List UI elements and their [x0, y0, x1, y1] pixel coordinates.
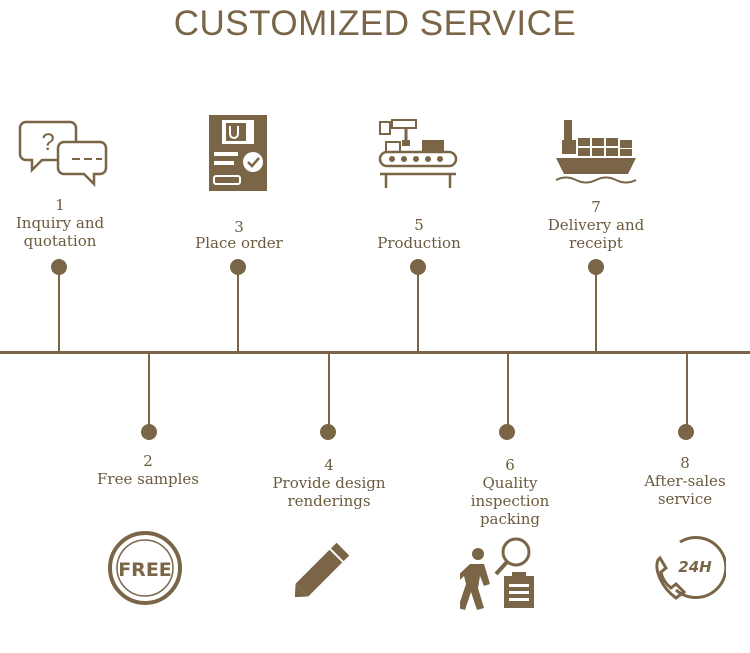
free-badge-icon: FREE — [107, 530, 183, 606]
step-7-number: 7 — [591, 198, 601, 216]
step-8-dot — [678, 424, 694, 440]
svg-text:?: ? — [41, 129, 54, 156]
step-8-label: After-sales service — [644, 472, 726, 508]
step-7-dot — [588, 259, 604, 275]
step-2-label: Free samples — [97, 470, 199, 488]
page-title: CUSTOMIZED SERVICE — [173, 4, 577, 43]
phone-24h-icon: 24H — [650, 534, 726, 608]
step-7-stem — [595, 270, 597, 352]
step-5-label: Production — [377, 234, 461, 252]
free-badge-text: FREE — [118, 559, 172, 581]
inspection-icon — [460, 536, 538, 610]
step-1-label: Inquiry and quotation — [15, 214, 105, 250]
step-3-dot — [230, 259, 246, 275]
step-1-number: 1 — [55, 196, 65, 214]
step-5-dot — [410, 259, 426, 275]
step-8-stem — [686, 352, 688, 430]
pencil-icon — [288, 538, 354, 604]
step-6-stem — [507, 352, 509, 430]
step-4-label: Provide design renderings — [272, 474, 386, 510]
step-5-stem — [417, 270, 419, 352]
step-8-number: 8 — [680, 454, 690, 472]
speech-bubbles-icon: ? — [18, 118, 108, 188]
timeline-line — [0, 351, 750, 354]
step-5-number: 5 — [414, 216, 424, 234]
cargo-ship-icon — [554, 118, 638, 190]
support-24h-text: 24H — [678, 558, 712, 576]
step-6-dot — [499, 424, 515, 440]
step-3-label: Place order — [195, 234, 283, 252]
step-2-stem — [148, 352, 150, 430]
step-4-number: 4 — [324, 456, 334, 474]
step-2-number: 2 — [143, 452, 153, 470]
step-3-number: 3 — [234, 218, 244, 236]
step-6-number: 6 — [505, 456, 515, 474]
step-2-dot — [141, 424, 157, 440]
step-1-stem — [58, 270, 60, 352]
step-7-label: Delivery and receipt — [547, 216, 645, 252]
step-4-stem — [328, 352, 330, 430]
step-3-stem — [237, 270, 239, 352]
step-6-label: Quality inspection packing — [470, 474, 550, 528]
step-4-dot — [320, 424, 336, 440]
step-1-dot — [51, 259, 67, 275]
assembly-line-icon — [378, 118, 460, 190]
order-form-icon — [208, 114, 268, 192]
